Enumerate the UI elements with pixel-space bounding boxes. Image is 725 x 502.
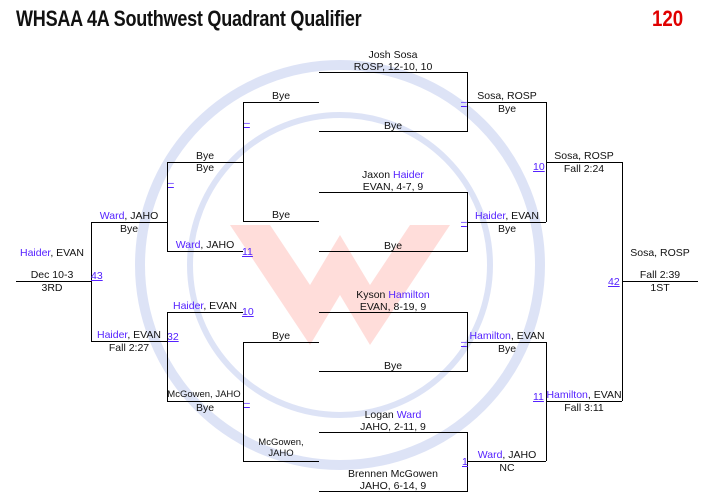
match-box-2 [319, 192, 468, 252]
wrestler-info: JAHO, 2-11, 9 [360, 421, 426, 433]
weight-class: 120 [652, 6, 684, 31]
winner-name: Sosa, ROSP [554, 150, 614, 162]
wrestler-name: McGowen, [258, 437, 304, 448]
winner-name: Ward, JAHO [477, 449, 537, 461]
winner-name: Hamilton, EVAN [469, 330, 545, 342]
match-result: Fall 3:11 [564, 402, 604, 414]
match-result: Fall 2:27 [108, 342, 150, 354]
match-link[interactable]: – [461, 216, 467, 228]
bracket-line [167, 162, 168, 251]
wrestler-name: Jaxon Haider [362, 169, 424, 181]
wrestler-name: Ward, JAHO [175, 239, 235, 251]
wrestler-team: JAHO [268, 448, 294, 459]
bracket-line [622, 281, 698, 282]
bracket-line [243, 342, 244, 461]
match-result: Bye [497, 223, 517, 235]
wrestler-name: Josh Sosa [368, 49, 418, 61]
bracket-line [91, 341, 167, 342]
entry-bye: Bye [195, 150, 215, 162]
place-label: 1ST [650, 282, 670, 294]
wrestler-info: EVAN, 8-19, 9 [359, 301, 427, 313]
bracket-line [167, 251, 243, 252]
match-link[interactable]: – [461, 336, 467, 348]
opponent-info: JAHO, 6-14, 9 [359, 480, 427, 492]
bracket-line [16, 281, 91, 282]
bracket-line [468, 342, 546, 343]
bracket-line [243, 342, 319, 343]
bracket-line [243, 102, 244, 221]
match-link[interactable]: – [461, 96, 467, 108]
bout-number[interactable]: 10 [242, 306, 254, 318]
bracket-line [468, 461, 546, 462]
match-box-3 [319, 312, 468, 372]
match-link[interactable]: – [244, 117, 250, 129]
bracket-line [243, 102, 319, 103]
wrestler-name: Kyson Hamilton [356, 289, 430, 301]
opponent-bye: Bye [383, 360, 403, 372]
page-title: WHSAA 4A Southwest Quadrant Qualifier [16, 6, 362, 31]
third-place-name: Haider, EVAN [19, 247, 84, 259]
wrestler-name: Haider, EVAN [172, 300, 237, 312]
match-link[interactable]: 1 [462, 456, 468, 468]
bracket-line [468, 222, 546, 223]
bracket-line [91, 222, 167, 223]
match-result: Bye [497, 343, 517, 355]
winner-name: Haider, EVAN [474, 210, 539, 222]
bracket-line [91, 222, 92, 341]
bout-number[interactable]: 11 [242, 246, 253, 258]
match-result: Fall 2:24 [563, 163, 605, 175]
bout-number[interactable]: 32 [167, 331, 179, 343]
bracket-line [167, 401, 243, 402]
winner-name: Sosa, ROSP [477, 90, 537, 102]
match-result: Bye [195, 402, 215, 414]
opponent-bye: Bye [383, 120, 403, 132]
match-box-1 [319, 72, 468, 132]
place-label: 3RD [41, 282, 63, 294]
wrestler-info: ROSP, 12-10, 10 [353, 61, 433, 73]
opponent-name: Brennen McGowen [348, 468, 438, 480]
bracket-line [243, 221, 319, 222]
bracket-line [243, 461, 319, 462]
bracket-line [167, 312, 243, 313]
champion-name: Sosa, ROSP [630, 247, 690, 259]
match-result: Bye [119, 223, 139, 235]
match-result: NC [499, 462, 515, 474]
entry-bye: Bye [271, 330, 291, 342]
bout-number[interactable]: 42 [608, 276, 620, 288]
bracket-line [468, 102, 546, 103]
third-place-result: Dec 10-3 [30, 269, 74, 281]
winner-name: Haider, EVAN [96, 329, 161, 341]
bracket-line [546, 401, 622, 402]
winner-name: Hamilton, EVAN [546, 389, 622, 401]
wrestler-name: Logan Ward [364, 409, 422, 421]
entry-bye: Bye [195, 162, 215, 174]
opponent-bye: Bye [383, 240, 403, 252]
bracket-line [167, 312, 168, 401]
entry-bye: Bye [271, 209, 291, 221]
final-result: Fall 2:39 [639, 269, 681, 281]
wrestler-info: EVAN, 4-7, 9 [362, 181, 424, 193]
wrestler-name: McGowen, JAHO [167, 389, 241, 400]
match-link[interactable]: – [244, 397, 250, 409]
bracket-line [546, 162, 622, 163]
winner-name: Ward, JAHO [99, 210, 159, 222]
bout-number[interactable]: 11 [533, 391, 544, 403]
watermark-logo [135, 60, 545, 470]
bout-number[interactable]: 10 [533, 161, 545, 173]
match-link[interactable]: – [168, 177, 174, 189]
bout-number[interactable]: 43 [91, 270, 103, 282]
match-result: Bye [497, 103, 517, 115]
entry-bye: Bye [271, 90, 291, 102]
match-box-4 [319, 432, 468, 492]
bracket-line [167, 162, 243, 163]
